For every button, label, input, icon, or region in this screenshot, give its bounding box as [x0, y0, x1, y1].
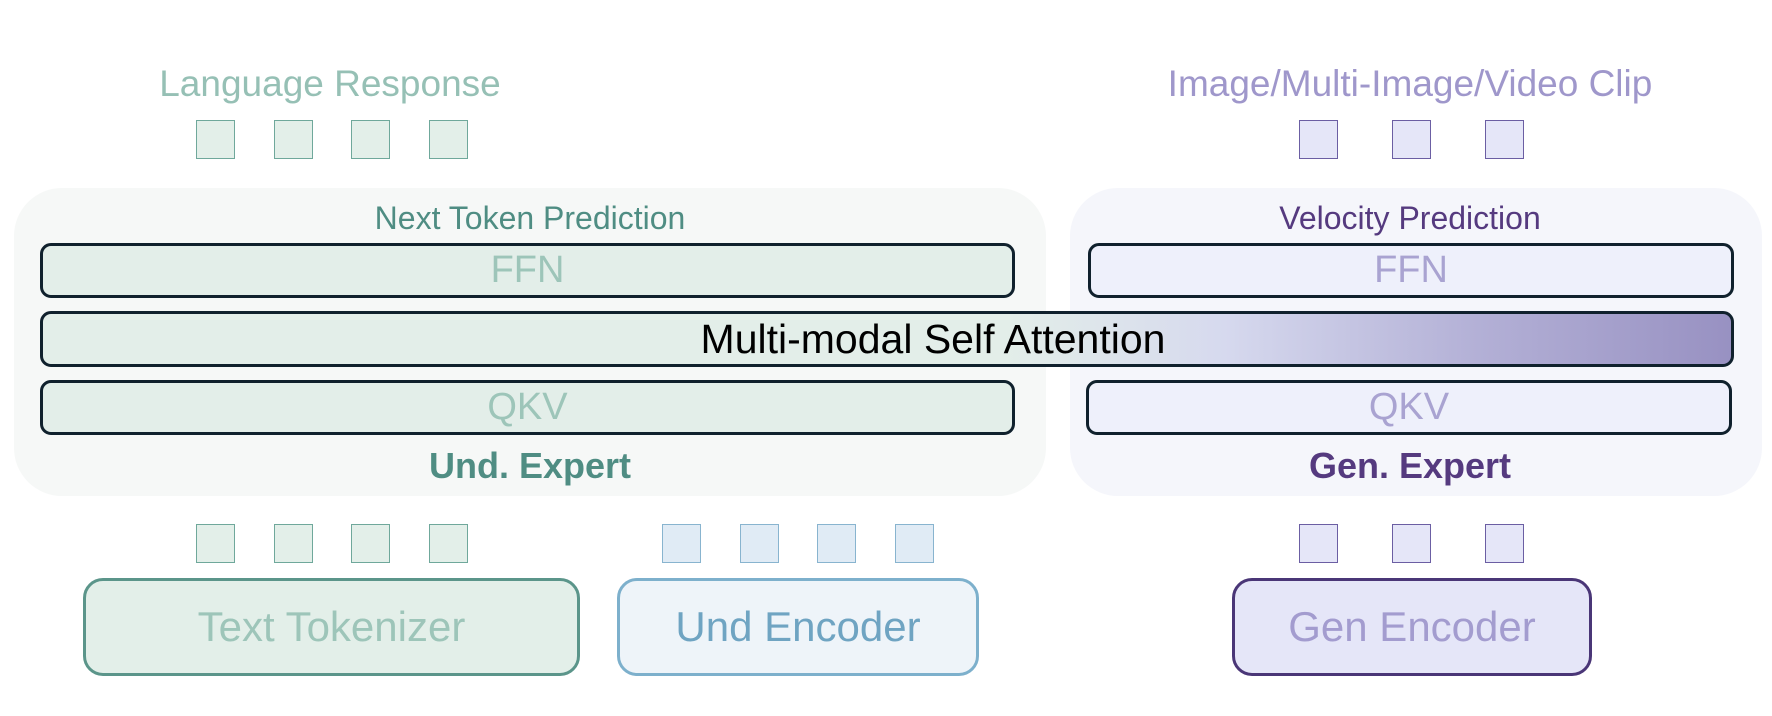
input-text-token [274, 524, 313, 563]
gen-expert-label: Gen. Expert [1308, 445, 1512, 486]
output-visual-token [1299, 120, 1338, 159]
gen-qkv-layer: QKV [1086, 380, 1732, 435]
und-ffn-layer: FFN [40, 243, 1015, 298]
output-text-token [274, 120, 313, 159]
und-encoder-box: Und Encoder [617, 578, 979, 676]
input-text-token [196, 524, 235, 563]
input-gen-token [1392, 524, 1431, 563]
visual-output-title: Image/Multi-Image/Video Clip [1167, 63, 1653, 104]
input-und-token [817, 524, 856, 563]
velocity-prediction-label: Velocity Prediction [1279, 199, 1541, 236]
multimodal-self-attention-layer: Multi-modal Self Attention [40, 311, 1734, 367]
input-gen-token [1485, 524, 1524, 563]
language-response-title: Language Response [159, 63, 501, 104]
output-text-token [196, 120, 235, 159]
und-expert-label: Und. Expert [428, 445, 632, 486]
attention-label: Multi-modal Self Attention [700, 315, 1166, 362]
output-text-token [429, 120, 468, 159]
input-text-token [351, 524, 390, 563]
input-gen-token [1299, 524, 1338, 563]
und-qkv-layer: QKV [40, 380, 1015, 435]
input-und-token [895, 524, 934, 563]
text-tokenizer-box: Text Tokenizer [83, 578, 580, 676]
input-text-token [429, 524, 468, 563]
gen-encoder-box: Gen Encoder [1232, 578, 1592, 676]
output-visual-token [1392, 120, 1431, 159]
output-text-token [351, 120, 390, 159]
input-und-token [662, 524, 701, 563]
output-visual-token [1485, 120, 1524, 159]
gen-ffn-layer: FFN [1088, 243, 1734, 298]
input-und-token [740, 524, 779, 563]
next-token-prediction-label: Next Token Prediction [374, 199, 686, 236]
